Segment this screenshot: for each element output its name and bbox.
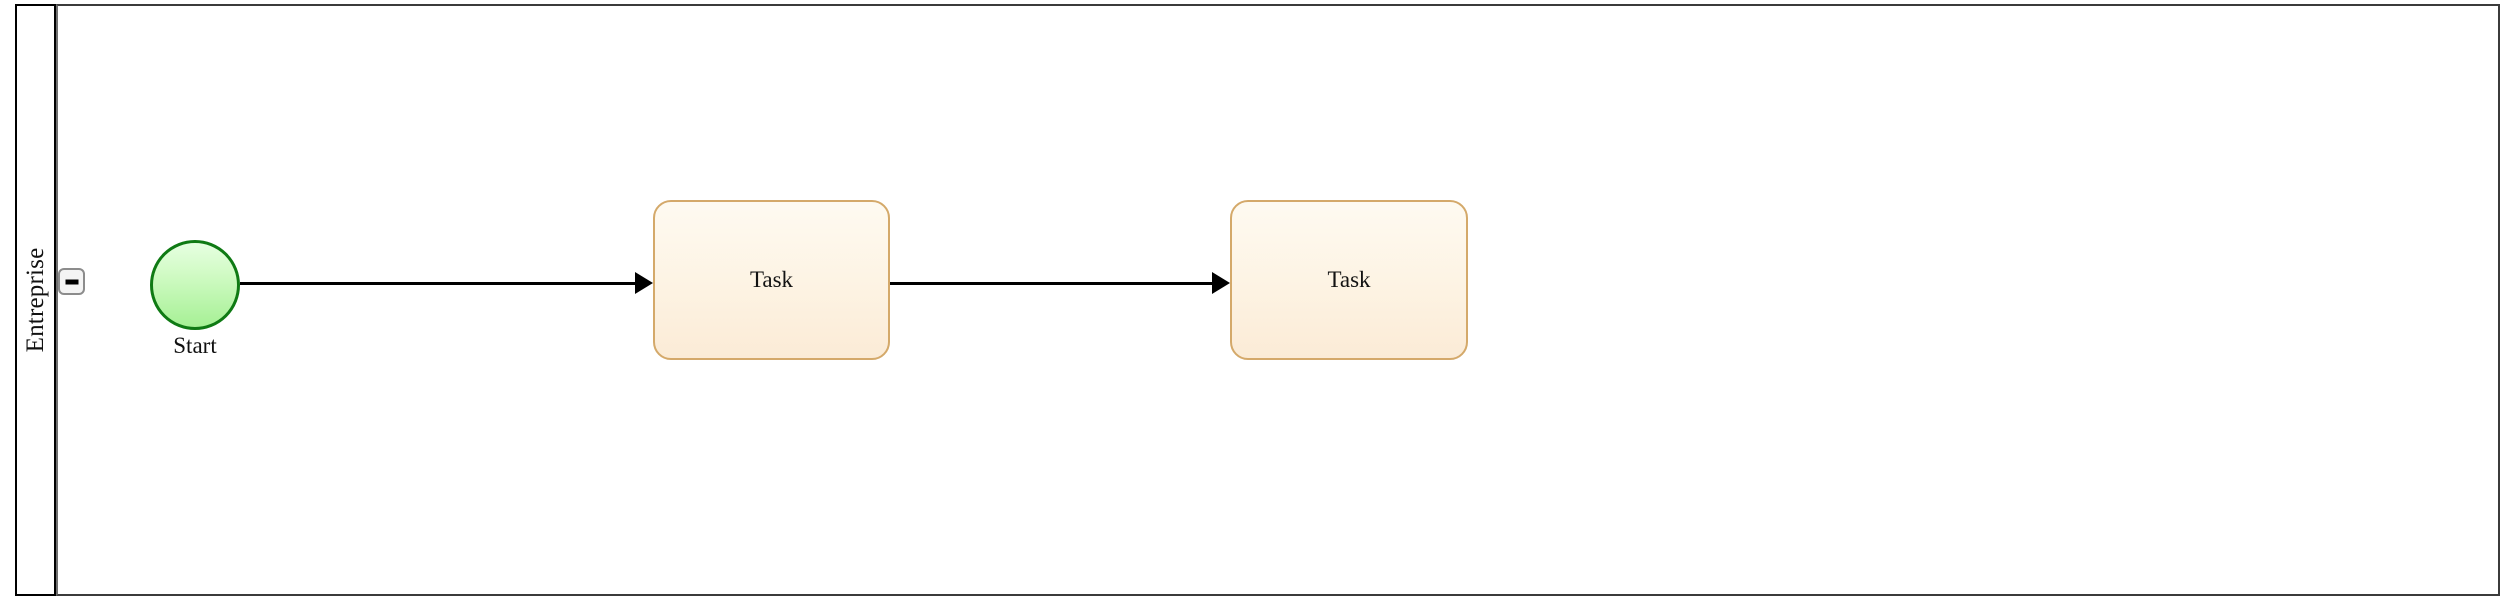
task-node-2[interactable]: Task (1230, 200, 1468, 360)
task-label-2: Task (1327, 267, 1371, 292)
sequence-flow-1-arrowhead-icon (635, 272, 653, 294)
start-event-node[interactable] (150, 240, 240, 330)
task-label-1: Task (749, 267, 794, 292)
minus-icon (65, 279, 78, 284)
start-event-label: Start (173, 333, 217, 358)
task-node-1[interactable]: Task (653, 200, 890, 360)
sequence-flow-2-arrowhead-icon (1212, 272, 1230, 294)
lane-label: Entreprise (21, 247, 49, 353)
collapse-toggle-button[interactable] (58, 268, 85, 295)
sequence-flow-2-line[interactable] (890, 282, 1212, 285)
pool-header[interactable]: Entreprise (15, 4, 56, 596)
sequence-flow-1-line[interactable] (240, 282, 635, 285)
